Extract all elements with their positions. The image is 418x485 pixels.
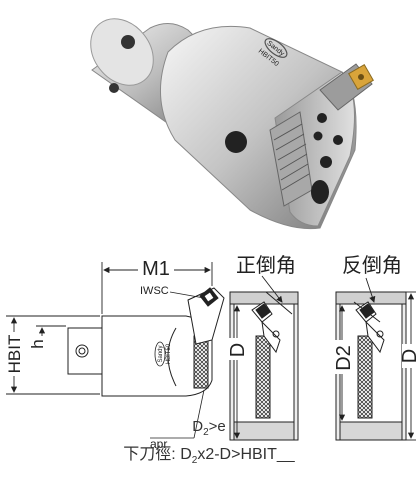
technical-drawings: Sandy HBIT50 M1 IWSC HBIT h apr bbox=[0, 240, 418, 480]
face-hole-icon bbox=[333, 135, 343, 145]
shank-hole-icon bbox=[109, 83, 119, 93]
forward-knurl bbox=[255, 335, 271, 419]
caption-entry-diameter: 下刀徑: D2x2-D>HBIT__ bbox=[123, 446, 295, 467]
shank-end bbox=[90, 18, 154, 86]
forward-chamfer-label: 正倒角 bbox=[236, 254, 296, 277]
m1-label: M1 bbox=[142, 258, 170, 280]
face-slot-icon bbox=[311, 180, 329, 204]
face-hole-icon bbox=[317, 113, 327, 123]
face-hole-icon bbox=[320, 156, 332, 168]
side-shank-hole-icon bbox=[75, 344, 89, 358]
h-label: h bbox=[28, 339, 47, 348]
shank-hole-icon bbox=[121, 35, 135, 49]
drawings-svg: Sandy HBIT50 M1 IWSC HBIT h apr bbox=[5, 254, 418, 451]
apr-label: apr bbox=[150, 437, 167, 451]
d-label-middle: D bbox=[227, 343, 249, 357]
d2-label: D2 bbox=[333, 345, 355, 371]
serration-lines bbox=[273, 123, 310, 191]
hbit-label: HBIT bbox=[5, 335, 24, 374]
back-chamfer-view bbox=[335, 291, 407, 441]
tool-photo: Sandy HBIT50 bbox=[0, 0, 418, 240]
side-logo: Sandy HBIT50 bbox=[154, 341, 172, 367]
side-view bbox=[67, 287, 225, 397]
iwsc-label: IWSC bbox=[140, 285, 169, 297]
face-hole-icon bbox=[313, 131, 323, 141]
caption-condition: D2>e bbox=[192, 418, 226, 438]
d-label-right: D bbox=[399, 349, 418, 363]
side-brand-text: Sandy bbox=[158, 345, 164, 362]
back-knurl bbox=[357, 335, 373, 419]
forward-insert-icon bbox=[255, 303, 271, 319]
boring-head-photo: Sandy HBIT50 bbox=[90, 18, 374, 230]
side-model-text: HBIT50 bbox=[166, 343, 172, 364]
body-hole-icon bbox=[225, 131, 247, 153]
forward-chamfer-view bbox=[229, 291, 299, 441]
back-chamfer-label: 反倒角 bbox=[342, 254, 402, 277]
